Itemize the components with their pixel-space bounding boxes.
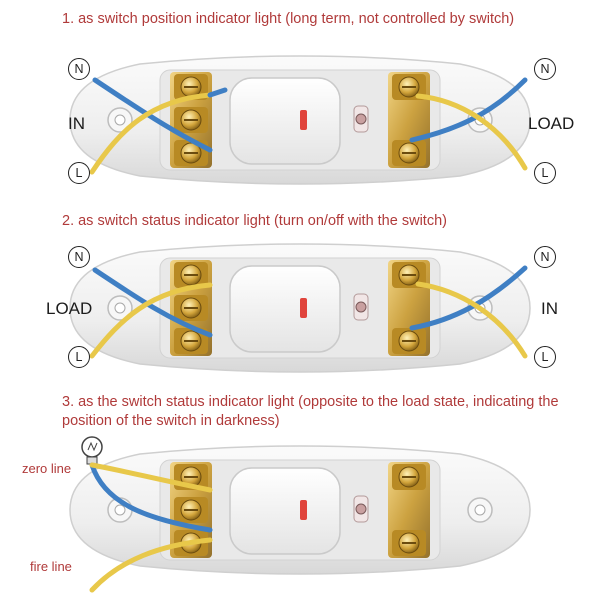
zero-line-label: zero line [22,461,72,476]
in-label-2: IN [541,299,558,318]
live-badge-right-1: L [534,162,556,184]
live-wire-in-1 [89,92,213,175]
neutral-wire-load-1 [409,77,528,143]
live-wire-load-1 [415,93,528,171]
caption-diagram-3-line1: 3. as the switch status indicator light … [62,394,559,410]
live-badge-left-1: L [68,162,90,184]
caption-diagram-1: 1. as switch position indicator light (l… [62,11,515,27]
caption-diagram-3-line2: position of the switch in darkness) [62,413,280,429]
neutral-badge-right-1: N [534,58,556,80]
neutral-wire-in-1 [92,77,213,153]
caption-diagram-2: 2. as switch status indicator light (tur… [62,213,447,229]
live-wire-in-2 [415,281,528,359]
live-badge-right-2: L [534,346,556,368]
diagram-2 [69,243,531,373]
diagram-3 [69,436,531,593]
light-bulb-icon [81,436,103,465]
live-badge-left-2: L [68,346,90,368]
neutral-wire-load-2 [92,267,213,338]
fire-line-wire [89,537,213,593]
neutral-badge-right-2: N [534,246,556,268]
fire-line-label: fire line [30,559,72,574]
load-label-2: LOAD [46,299,93,318]
live-wire-load-2 [89,282,213,359]
zero-line-wire [89,462,213,533]
in-label-1: IN [68,114,85,133]
neutral-wire-in-2 [409,265,528,331]
bulb-live-wire [89,462,213,493]
load-label-1: LOAD [528,114,575,133]
diagram-1 [69,55,531,185]
neutral-badge-left-1: N [68,58,90,80]
neutral-badge-left-2: N [68,246,90,268]
